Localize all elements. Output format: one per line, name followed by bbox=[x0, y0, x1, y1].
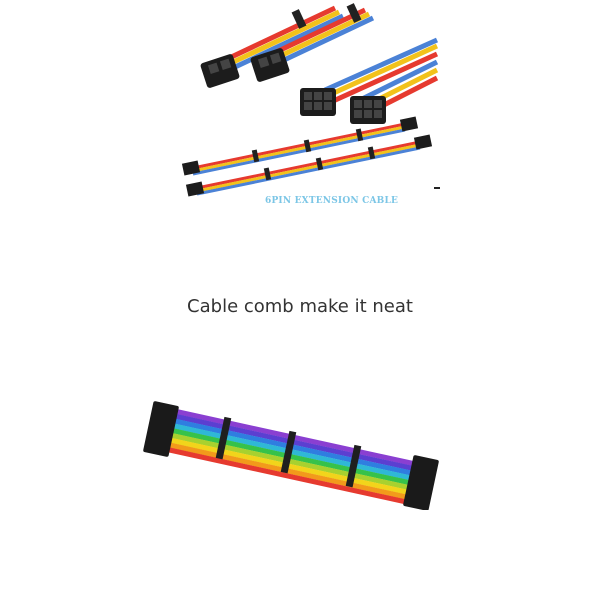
long-extension-cables bbox=[181, 116, 433, 197]
right-cable-bundle bbox=[323, 37, 439, 115]
cable-connectors bbox=[143, 401, 439, 510]
6pin-extension-cables-image bbox=[181, 3, 439, 197]
24pin-rainbow-cable-image bbox=[143, 401, 439, 510]
section-heading: Cable comb make it neat bbox=[187, 296, 413, 317]
cable-combs bbox=[215, 416, 362, 488]
decorative-dash bbox=[434, 187, 440, 189]
product-caption: 6PIN EXTENSION CABLE bbox=[265, 196, 399, 206]
lower-connectors bbox=[300, 88, 386, 124]
rainbow-wires bbox=[164, 406, 421, 508]
upper-cable-bundle bbox=[223, 3, 375, 73]
upper-connectors bbox=[200, 48, 290, 88]
